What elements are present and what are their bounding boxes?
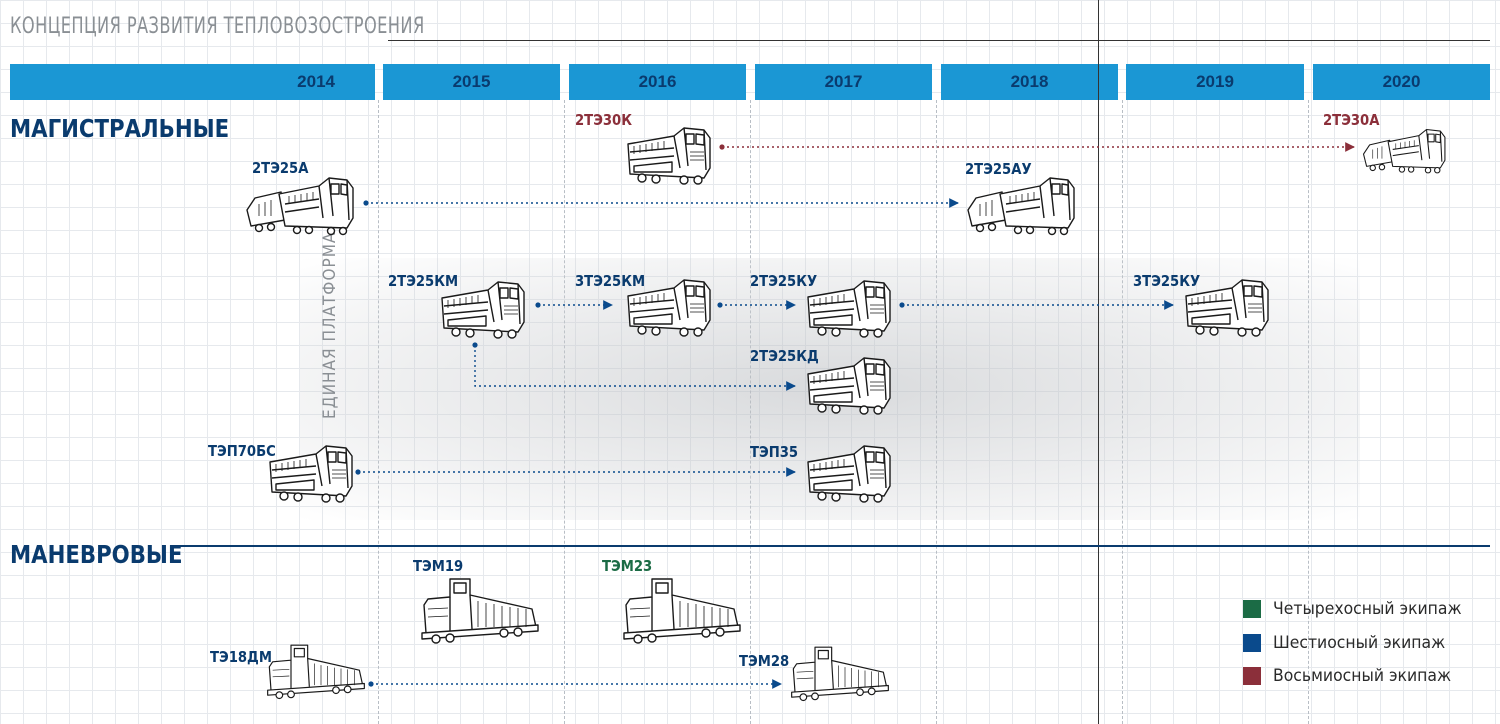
legend-item-eight-axle: Восьмиосный экипаж xyxy=(1243,666,1467,686)
locomotive-te18dm-image xyxy=(266,636,366,706)
legend-swatch xyxy=(1243,634,1261,652)
legend-label: Шестиосный экипаж xyxy=(1273,633,1446,653)
label-2te25km: 2ТЭ25КМ xyxy=(388,272,459,290)
label-2te30k: 2ТЭ30К xyxy=(575,111,633,129)
locomotive-tep70bs-image xyxy=(266,440,356,504)
year-2018: 2018 xyxy=(941,64,1118,100)
locomotive-tem23-image xyxy=(622,575,742,645)
locomotive-tep35-image xyxy=(804,440,894,504)
legend-label: Восьмиосный экипаж xyxy=(1273,666,1452,686)
label-tem23: ТЭМ23 xyxy=(602,557,653,575)
vertical-divider xyxy=(1098,0,1099,724)
label-tem19: ТЭМ19 xyxy=(413,557,464,575)
label-2te25ku: 2ТЭ25КУ xyxy=(750,272,818,290)
locomotive-2te25a-image xyxy=(245,174,357,238)
year-2020: 2020 xyxy=(1313,64,1490,100)
label-tem28: ТЭМ28 xyxy=(739,652,790,670)
shunting-divider xyxy=(172,545,1490,547)
year-2019: 2019 xyxy=(1126,64,1304,100)
year-2014: 2014 xyxy=(10,64,375,100)
title-underline xyxy=(388,40,1490,41)
legend-item-six-axle: Шестиосный экипаж xyxy=(1243,633,1460,653)
locomotive-2te30k-image xyxy=(624,122,714,186)
label-2te30a: 2ТЭ30А xyxy=(1323,111,1380,129)
year-2016: 2016 xyxy=(569,64,746,100)
locomotive-2te30a-image xyxy=(1362,120,1448,182)
locomotive-2te25ku-image xyxy=(804,275,894,339)
legend-label: Четырехосный экипаж xyxy=(1273,599,1462,619)
legend-item-four-axle: Четырехосный экипаж xyxy=(1243,599,1478,619)
section-shunting: МАНЕВРОВЫЕ xyxy=(10,540,183,569)
legend-swatch xyxy=(1243,667,1261,685)
label-tep70bs: ТЭП70БС xyxy=(208,442,276,460)
section-mainline: МАГИСТРАЛЬНЫЕ xyxy=(10,114,230,143)
label-2te25au: 2ТЭ25АУ xyxy=(965,160,1032,178)
label-3te25km: 3ТЭ25КМ xyxy=(575,272,646,290)
label-tep35: ТЭП35 xyxy=(750,443,799,461)
label-te18dm: ТЭ18ДМ xyxy=(210,648,272,666)
legend-swatch xyxy=(1243,600,1261,618)
label-2te25a: 2ТЭ25А xyxy=(252,159,309,177)
locomotive-tem28-image xyxy=(790,638,890,708)
year-2017: 2017 xyxy=(755,64,932,100)
label-2te25kd: 2ТЭ25КД xyxy=(750,347,819,365)
label-3te25ku: 3ТЭ25КУ xyxy=(1133,272,1201,290)
year-2015: 2015 xyxy=(383,64,560,100)
locomotive-tem19-image xyxy=(420,575,540,645)
arrow-2te25km-2te25kd xyxy=(474,345,796,391)
page-title: КОНЦЕПЦИЯ РАЗВИТИЯ ТЕПЛОВОЗОСТРОЕНИЯ xyxy=(10,14,425,39)
locomotive-2te25au-image xyxy=(966,174,1078,238)
